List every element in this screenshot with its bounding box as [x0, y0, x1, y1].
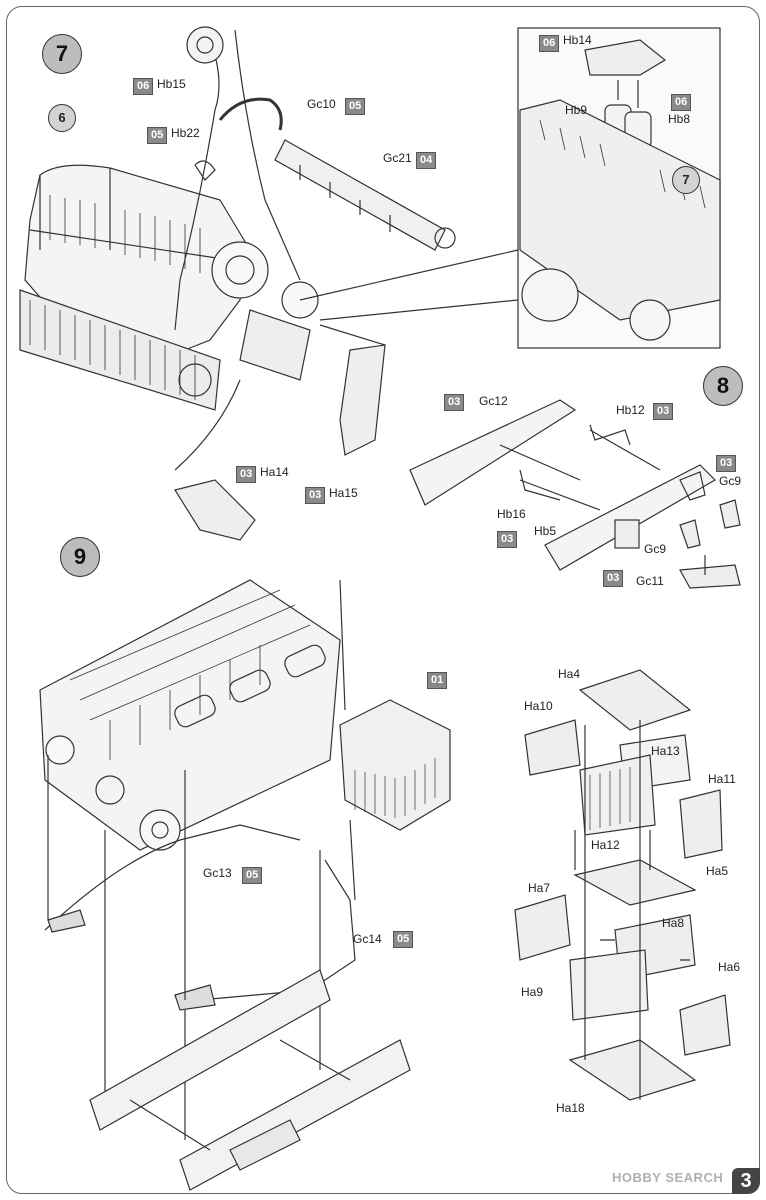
sprue-badge-hb8: 06 — [671, 94, 692, 111]
part-label-hb14: Hb14 — [563, 33, 592, 47]
part-label-hb9: Hb9 — [565, 103, 588, 117]
sub-step-6-marker: 6 — [48, 104, 76, 132]
sprue-badge-hb15: 06 — [133, 78, 154, 95]
sprue-badge-hb14: 06 — [539, 35, 560, 52]
part-label-ha5: Ha5 — [706, 864, 729, 878]
engine-step9-drawing — [39, 579, 451, 1191]
part-label-ha13: Ha13 — [651, 744, 680, 758]
part-label-hb15: Hb15 — [157, 77, 186, 91]
sprue-badge-gc11: 03 — [603, 570, 624, 587]
part-label-ha11: Ha11 — [708, 772, 736, 786]
part-label-ha14: Ha14 — [260, 465, 289, 479]
part-label-ha12: Ha12 — [591, 838, 620, 852]
part-label-hb22: Hb22 — [171, 126, 200, 140]
frame-step8-drawing — [409, 399, 741, 589]
part-label-ha18: Ha18 — [556, 1101, 585, 1115]
part-label-hb5: Hb5 — [534, 524, 557, 538]
part-label-ha9: Ha9 — [521, 985, 544, 999]
sprue-badge-hb22: 05 — [147, 127, 168, 144]
part-label-ha15: Ha15 — [329, 486, 358, 500]
sprue-badge-gc9: 03 — [716, 455, 737, 472]
page-number: 3 — [732, 1168, 760, 1194]
step-7-marker: 7 — [42, 34, 82, 74]
part-label-gc21: Gc21 — [383, 151, 412, 165]
sprue-badge-gc13: 05 — [242, 867, 263, 884]
sub-step-7-marker: 7 — [672, 166, 700, 194]
sprue-badge-ha14: 03 — [236, 466, 257, 483]
step-8-marker: 8 — [703, 366, 743, 406]
radiator-exploded-drawing — [514, 669, 731, 1101]
part-label-gc14: Gc14 — [353, 932, 382, 946]
sprue-badge-gc10: 05 — [345, 98, 366, 115]
part-label-ha10: Ha10 — [524, 699, 553, 713]
sprue-badge-radiator-01: 01 — [427, 672, 448, 689]
part-label-ha4: Ha4 — [558, 667, 581, 681]
detail-callout-drawing — [519, 39, 721, 341]
part-label-hb16: Hb16 — [497, 507, 526, 521]
sprue-badge-gc21: 04 — [416, 152, 437, 169]
part-label-ha6: Ha6 — [718, 960, 741, 974]
step-9-marker: 9 — [60, 537, 100, 577]
part-label-hb12: Hb12 — [616, 403, 645, 417]
sprue-badge-ha15: 03 — [305, 487, 326, 504]
part-label-gc9-right: Gc9 — [719, 474, 742, 488]
part-label-ha8: Ha8 — [662, 916, 685, 930]
part-label-gc11: Gc11 — [636, 574, 664, 588]
part-label-gc13: Gc13 — [203, 866, 232, 880]
watermark: HOBBY SEARCH — [612, 1170, 724, 1185]
sprue-badge-gc12: 03 — [444, 394, 465, 411]
sprue-badge-gc14: 05 — [393, 931, 414, 948]
engine-step7-drawing — [19, 26, 519, 541]
part-label-ha7: Ha7 — [528, 881, 551, 895]
part-label-hb8: Hb8 — [668, 112, 691, 126]
sprue-badge-hb16: 03 — [497, 531, 518, 548]
part-label-gc12: Gc12 — [479, 394, 508, 408]
part-label-gc10: Gc10 — [307, 97, 336, 111]
sprue-badge-hb12: 03 — [653, 403, 674, 420]
part-label-gc9-left: Gc9 — [644, 542, 667, 556]
